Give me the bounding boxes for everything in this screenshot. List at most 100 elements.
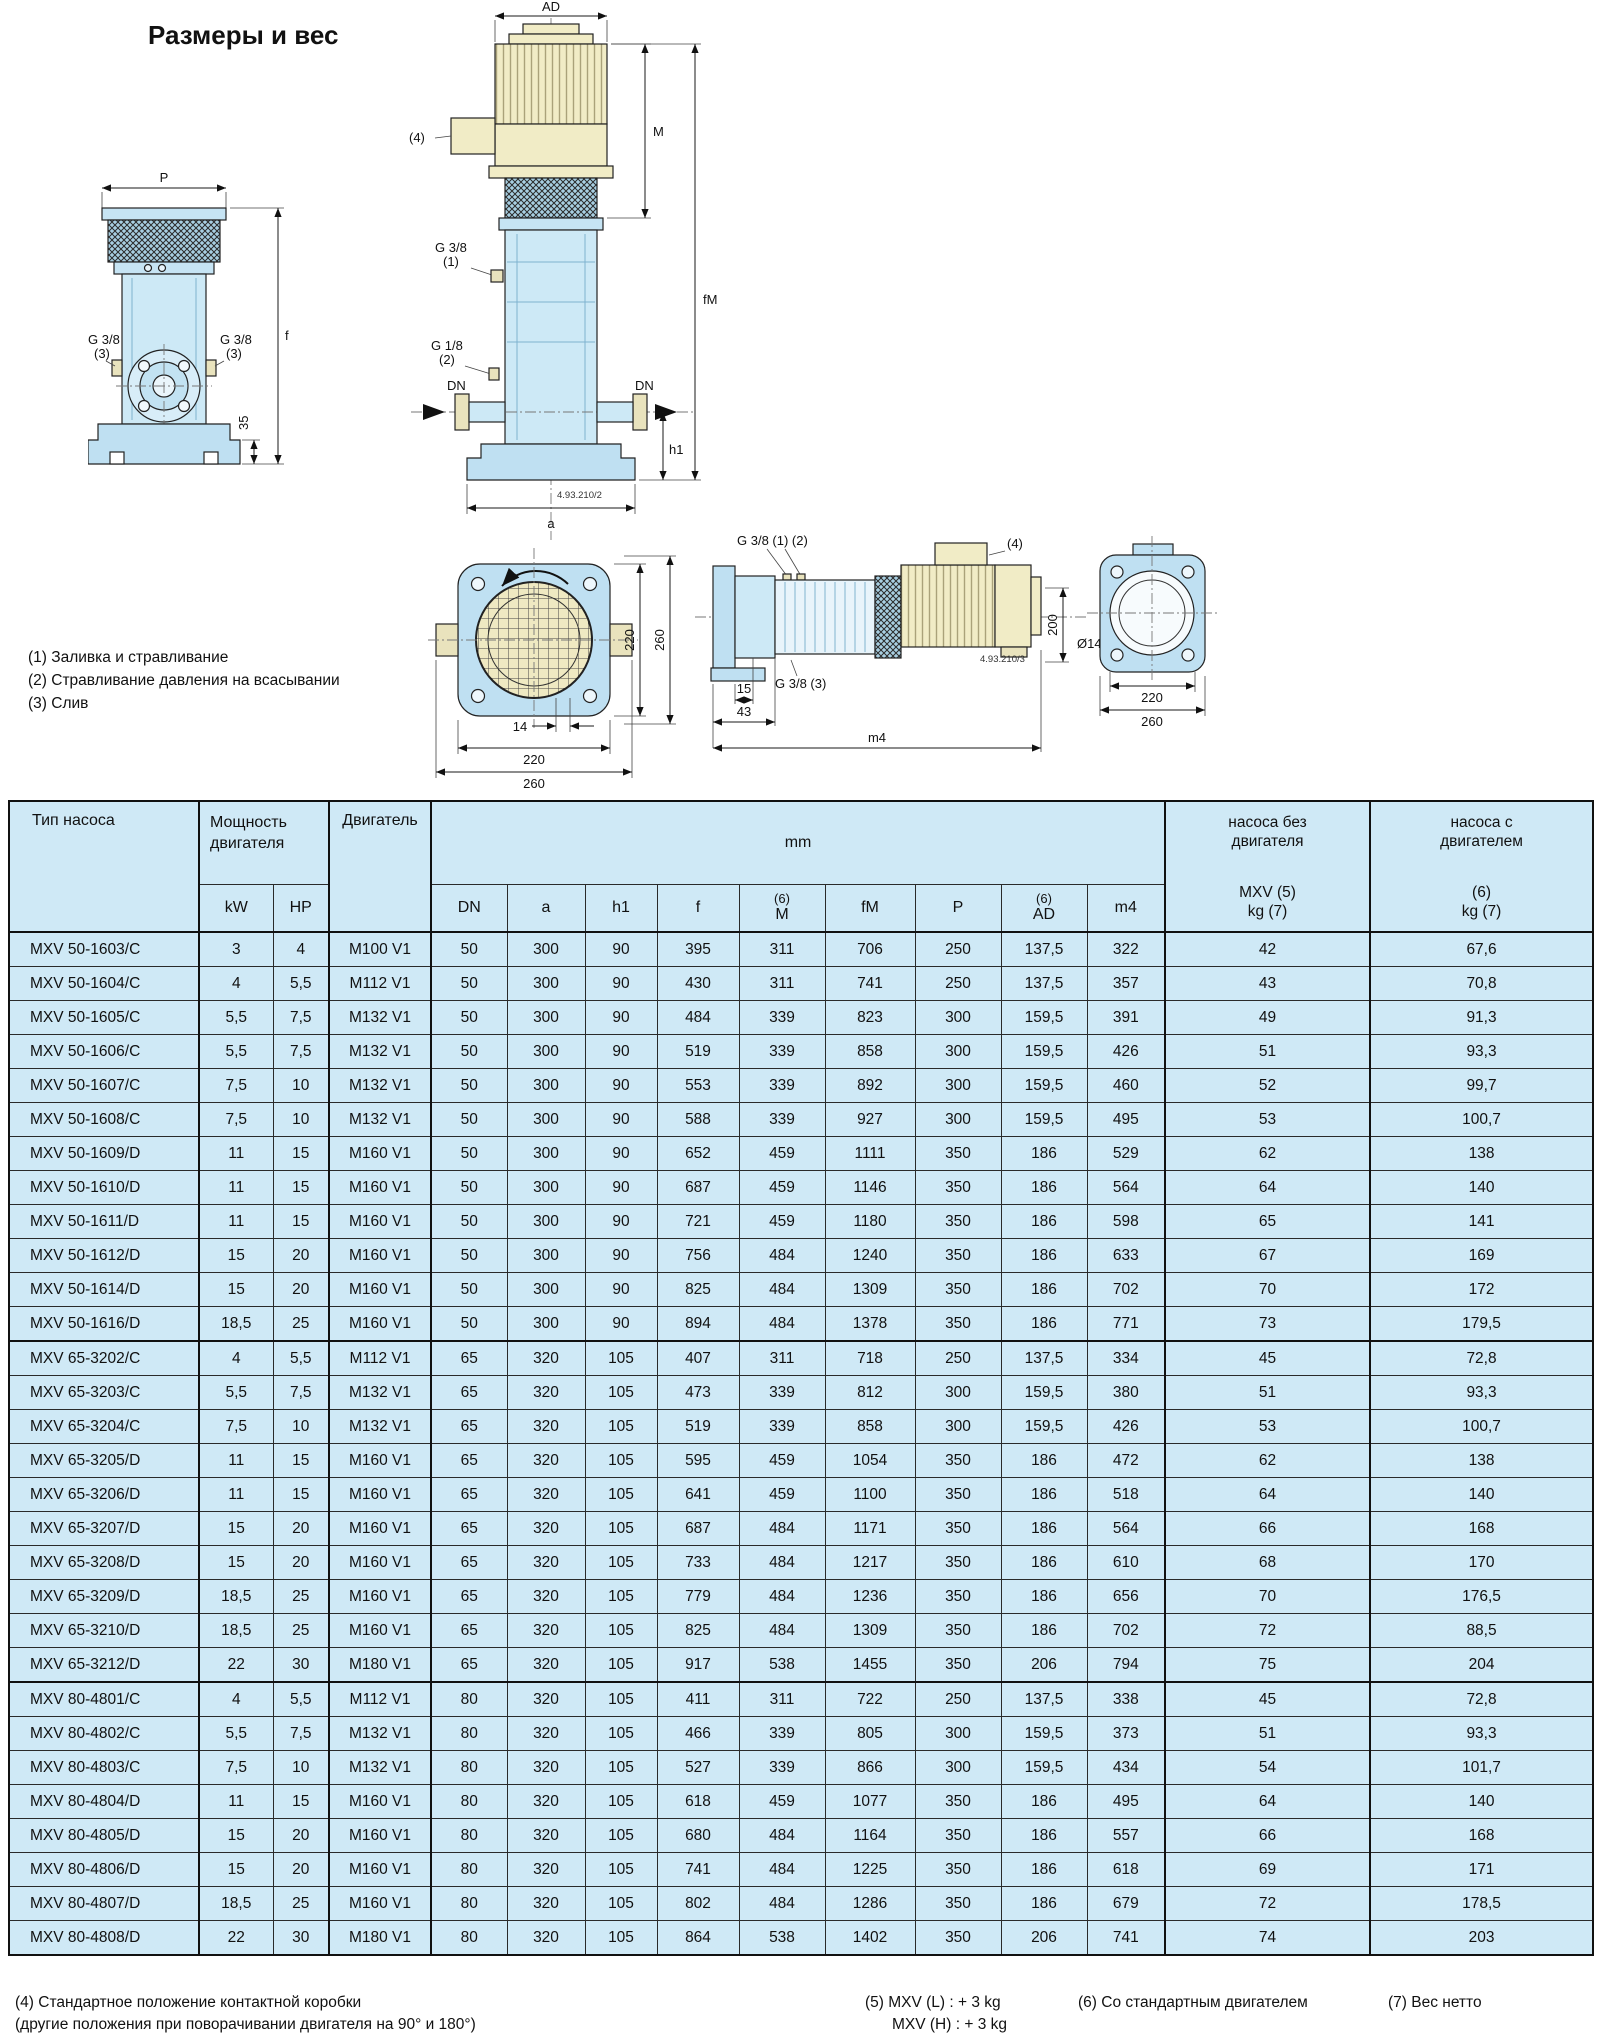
value-cell: 80 (430, 1920, 508, 1956)
value-cell: 484 (738, 1818, 826, 1853)
g38-right-label: G 3/8 (220, 332, 252, 347)
value-cell: 300 (914, 1750, 1002, 1785)
pump-type-cell: MXV 65-3210/D (8, 1613, 200, 1648)
value-cell: M112 V1 (328, 966, 432, 1001)
value-cell: 426 (1086, 1034, 1167, 1069)
value-cell: 339 (738, 1000, 826, 1035)
value-cell: 656 (1086, 1579, 1167, 1614)
value-cell: 641 (656, 1477, 740, 1512)
value-cell: 484 (656, 1000, 740, 1035)
value-cell: M160 V1 (328, 1545, 432, 1580)
value-cell: 864 (656, 1920, 740, 1956)
value-cell: 65 (430, 1409, 508, 1444)
value-cell: 320 (506, 1716, 586, 1751)
col-header-hp: HP (272, 884, 330, 933)
value-cell: 7,5 (272, 1716, 330, 1751)
value-cell: 350 (914, 1545, 1002, 1580)
value-cell: 300 (506, 1136, 586, 1171)
value-cell: M180 V1 (328, 1920, 432, 1956)
value-cell: 1286 (824, 1886, 916, 1921)
value-cell: 15 (272, 1170, 330, 1205)
value-cell: 5,5 (198, 1000, 274, 1035)
ad-sup6: (6) (1036, 891, 1052, 906)
value-cell: 426 (1086, 1409, 1167, 1444)
value-cell: 595 (656, 1443, 740, 1478)
value-cell: 159,5 (1000, 1409, 1088, 1444)
dia-14-text: Ø14 (1077, 636, 1102, 651)
value-cell: 105 (584, 1716, 658, 1751)
value-cell: 322 (1086, 931, 1167, 967)
footnote-5-line-2: MXV (H) : + 3 kg (892, 2016, 1007, 2033)
footnote-5-line-1: (5) MXV (L) : + 3 kg (865, 1994, 1001, 2011)
value-cell: 320 (506, 1647, 586, 1683)
value-cell: 484 (738, 1545, 826, 1580)
pump-type-cell: MXV 50-1604/C (8, 966, 200, 1001)
table-header-row-1: Тип насоса Мощность двигателя Двигатель … (8, 800, 1594, 933)
pump-type-cell: MXV 80-4802/C (8, 1716, 200, 1751)
value-cell: 679 (1086, 1886, 1167, 1921)
value-cell: 300 (506, 1238, 586, 1273)
w-line-2: двигателем (1440, 832, 1523, 850)
value-cell: 459 (738, 1204, 826, 1239)
value-cell: 18,5 (198, 1306, 274, 1342)
dim-m4: m4 (713, 650, 1042, 752)
value-cell: 7,5 (272, 1034, 330, 1069)
pump-type-cell: MXV 80-4805/D (8, 1818, 200, 1853)
legend-line-1: (1) Заливка и стравливание (28, 649, 229, 666)
value-cell: 718 (824, 1340, 916, 1376)
col-header-f: f (656, 884, 740, 933)
value-cell: 204 (1369, 1647, 1594, 1683)
value-cell: 538 (738, 1920, 826, 1956)
value-cell: 300 (506, 1272, 586, 1307)
value-cell: 65 (430, 1579, 508, 1614)
value-cell: 50 (430, 1204, 508, 1239)
value-cell: 178,5 (1369, 1886, 1594, 1921)
value-cell: 50 (430, 1136, 508, 1171)
value-cell: 171 (1369, 1852, 1594, 1887)
value-cell: M160 V1 (328, 1579, 432, 1614)
value-cell: 141 (1369, 1204, 1594, 1239)
value-cell: 3 (198, 931, 274, 967)
value-cell: 186 (1000, 1238, 1088, 1273)
power-line-1: Мощность (210, 814, 287, 831)
value-cell: 70 (1164, 1272, 1372, 1307)
value-cell: 52 (1164, 1068, 1372, 1103)
col-header-h1: h1 (584, 884, 658, 933)
dim-43: 43 (712, 658, 776, 748)
g18-text: G 1/8 (431, 338, 463, 353)
value-cell: 350 (914, 1613, 1002, 1648)
value-cell: 168 (1369, 1511, 1594, 1546)
dim-label-220b: 220 (523, 752, 545, 767)
value-cell: 105 (584, 1409, 658, 1444)
value-cell: 1236 (824, 1579, 916, 1614)
value-cell: 203 (1369, 1920, 1594, 1956)
pump-type-cell: MXV 80-4804/D (8, 1784, 200, 1819)
value-cell: 25 (272, 1613, 330, 1648)
value-cell: 320 (506, 1579, 586, 1614)
value-cell: M160 V1 (328, 1443, 432, 1478)
value-cell: 350 (914, 1238, 1002, 1273)
value-cell: 459 (738, 1170, 826, 1205)
value-cell: 50 (430, 1034, 508, 1069)
value-cell: 90 (584, 1306, 658, 1342)
dim-label-200: 200 (1045, 614, 1060, 636)
value-cell: 65 (430, 1647, 508, 1683)
value-cell: 72 (1164, 1613, 1372, 1648)
value-cell: 5,5 (272, 1681, 330, 1717)
value-cell: 65 (430, 1477, 508, 1512)
col-header-dn: DN (430, 884, 508, 933)
value-cell: 22 (198, 1920, 274, 1956)
value-cell: 50 (430, 1170, 508, 1205)
value-cell: M132 V1 (328, 1000, 432, 1035)
value-cell: 105 (584, 1375, 658, 1410)
value-cell: 172 (1369, 1272, 1594, 1307)
value-cell: 473 (656, 1375, 740, 1410)
value-cell: 300 (914, 1068, 1002, 1103)
value-cell: 633 (1086, 1238, 1167, 1273)
